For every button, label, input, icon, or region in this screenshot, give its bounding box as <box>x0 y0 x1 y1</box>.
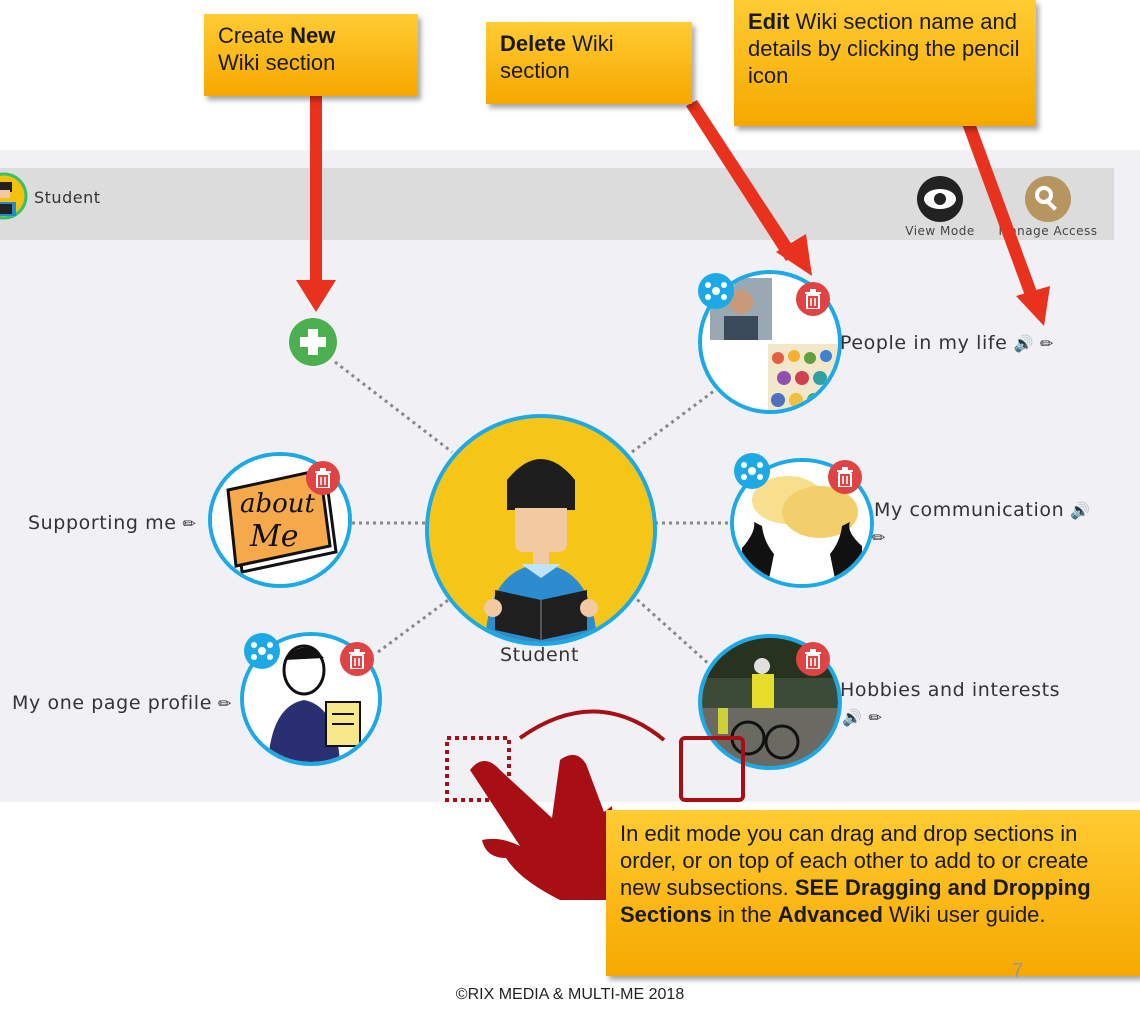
view-mode-button[interactable]: View Mode <box>895 176 985 238</box>
callout-drag-p1: In edit mode you can drag and drop secti… <box>620 821 1089 900</box>
copyright: ©RIX MEDIA & MULTI-ME 2018 <box>455 986 685 1003</box>
add-section-button[interactable] <box>289 318 337 366</box>
me-text: Me <box>249 519 298 554</box>
trash-icon <box>805 649 821 669</box>
share-button-people[interactable] <box>698 273 734 309</box>
delete-button-profile[interactable] <box>340 642 374 676</box>
callout-create-pre: Create <box>218 23 291 48</box>
center-node-student[interactable] <box>425 414 657 646</box>
speaker-icon[interactable]: 🔊 <box>1070 501 1091 520</box>
section-label-people: People in my life 🔊 ✏ <box>840 332 1054 354</box>
trash-icon <box>315 468 331 488</box>
student-illustration <box>429 418 653 642</box>
callout-drag-b1: SEE Dragging and Dropping Sections <box>620 875 1091 927</box>
share-icon <box>251 642 273 660</box>
callout-edit-bold: Edit <box>748 9 790 34</box>
manage-access-label: Manage Access <box>998 224 1098 238</box>
speaker-icon[interactable]: 🔊 <box>1013 334 1034 353</box>
manage-access-button[interactable]: Manage Access <box>990 176 1106 238</box>
section-label-profile: My one page profile ✏ <box>12 692 232 714</box>
callout-edit-post: Wiki section name and details by clickin… <box>748 9 1020 88</box>
about-text: about <box>240 489 316 519</box>
about-me-book-illustration: about Me <box>212 456 348 584</box>
delete-button-hobbies[interactable] <box>796 642 830 676</box>
view-mode-label: View Mode <box>905 224 975 238</box>
callout-delete-bold: Delete <box>500 31 567 56</box>
callout-create-post: Wiki section <box>218 50 336 75</box>
section-label-hobbies: Hobbies and interests <box>840 679 1061 701</box>
hand-pointer-icon <box>470 754 620 900</box>
callout-drag-p2: in the <box>711 902 778 927</box>
pencil-icon[interactable]: ✏ <box>217 694 232 713</box>
section-supporting-me[interactable]: about Me <box>208 452 352 588</box>
callout-drag-drop: In edit mode you can drag and drop secti… <box>606 810 1140 976</box>
share-icon <box>705 282 727 300</box>
speaker-icon[interactable]: 🔊 <box>842 708 863 727</box>
callout-create-section: Create New Wiki section <box>204 14 418 96</box>
profile-label-text: My one page profile <box>12 692 212 714</box>
plus-icon <box>300 329 326 355</box>
communication-label-text: My communication <box>874 499 1065 521</box>
trash-icon <box>349 649 365 669</box>
share-button-profile[interactable] <box>244 633 280 669</box>
crowd-image <box>768 344 838 410</box>
people-label-text: People in my life <box>840 332 1008 354</box>
share-icon <box>741 462 763 480</box>
pencil-icon[interactable]: ✏ <box>872 528 887 547</box>
trash-icon <box>837 467 853 487</box>
username: Student <box>34 188 101 207</box>
pencil-icon[interactable]: ✏ <box>1039 334 1054 353</box>
delete-button-people[interactable] <box>796 282 830 316</box>
callout-create-bold: New <box>290 23 336 48</box>
hobbies-icons: 🔊✏ <box>836 706 883 728</box>
delete-button-supporting[interactable] <box>306 461 340 495</box>
supporting-label-text: Supporting me <box>28 512 177 534</box>
pencil-icon[interactable]: ✏ <box>868 708 883 727</box>
key-icon <box>1025 176 1071 222</box>
section-label-communication: My communication 🔊 <box>874 499 1091 521</box>
callout-delete-post: Wiki section <box>500 31 614 83</box>
center-node-label: Student <box>500 644 579 666</box>
callout-edit-section: Edit Wiki section name and details by cl… <box>734 0 1036 126</box>
callout-drag-p3: Wiki user guide. <box>882 902 1046 927</box>
user-avatar[interactable] <box>0 172 30 220</box>
page-number: 7 <box>1012 960 1024 982</box>
section-label-supporting: Supporting me ✏ <box>28 512 197 534</box>
callout-delete-section: Delete Wiki section <box>486 22 692 104</box>
share-button-communication[interactable] <box>734 453 770 489</box>
eye-icon <box>917 176 963 222</box>
delete-button-communication[interactable] <box>828 460 862 494</box>
pencil-icon[interactable]: ✏ <box>182 514 197 533</box>
callout-drag-b2: Advanced <box>777 902 883 927</box>
trash-icon <box>805 289 821 309</box>
